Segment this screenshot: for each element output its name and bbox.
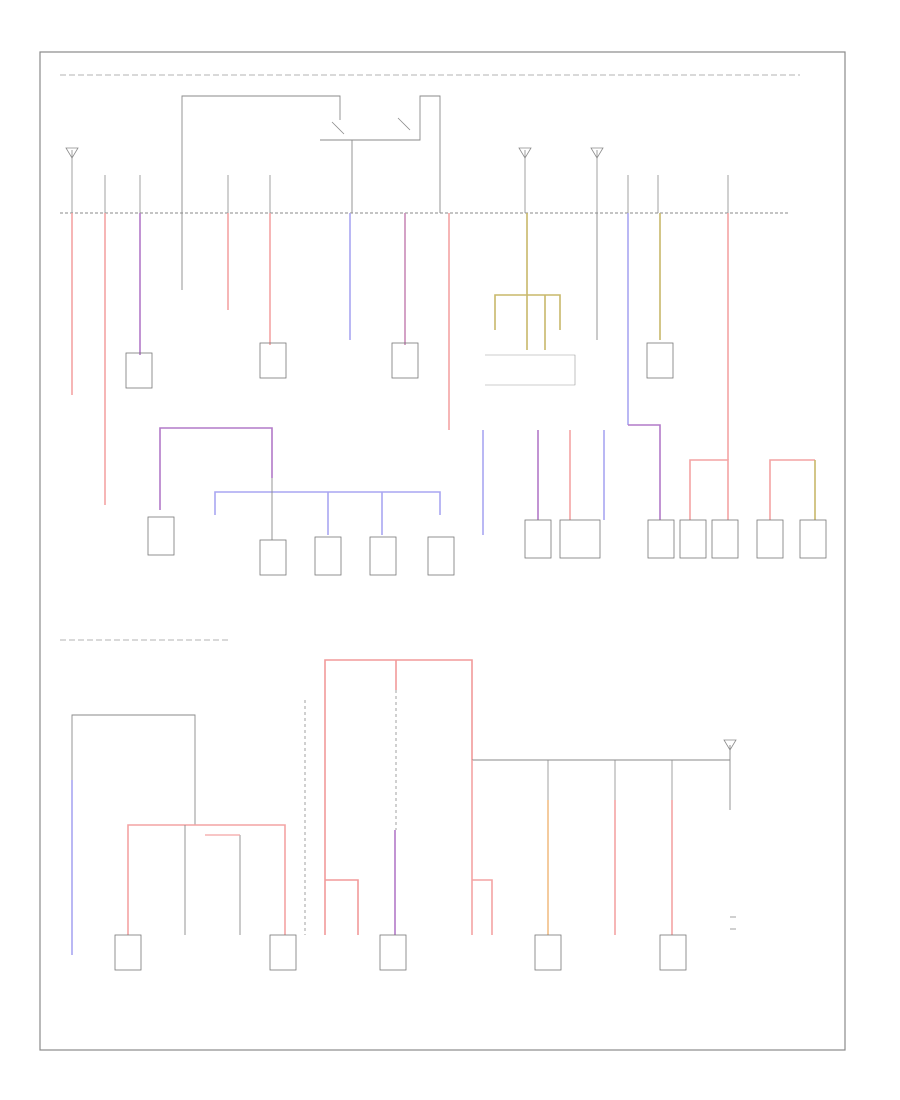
- switch-contact-2: [397, 117, 411, 131]
- legend: [730, 916, 736, 930]
- ignition-switch-wire: [320, 139, 353, 213]
- wire-pink-9: [769, 459, 815, 520]
- ignition-switch-wire-2: [352, 95, 441, 213]
- supply-terminal-2: [518, 147, 532, 159]
- wire-pink-b1-branch: [472, 879, 493, 935]
- supply-terminal-1: [65, 147, 79, 159]
- bottom-section: [60, 639, 737, 971]
- diagram-frame: [39, 51, 846, 1051]
- fuse-stubs-bottom: [547, 760, 673, 800]
- wire-pink-left: [127, 824, 286, 935]
- connector-bracket: [485, 354, 576, 386]
- components-top: [125, 342, 827, 576]
- components-bottom: [114, 934, 687, 971]
- fuse-stubs: [71, 150, 729, 213]
- relay-feed-wire: [181, 95, 341, 213]
- top-section: [60, 74, 827, 576]
- wire-violet-5: [628, 424, 661, 520]
- switch-contact: [331, 121, 345, 135]
- wire-red-bus: [324, 659, 473, 935]
- supply-terminal-bottom: [723, 739, 737, 751]
- supply-terminal-3: [590, 147, 604, 159]
- wire-violet-3: [159, 427, 273, 510]
- wire-black-left: [71, 714, 196, 780]
- wire-pink-8: [689, 459, 729, 520]
- wire-red-branch: [325, 879, 359, 935]
